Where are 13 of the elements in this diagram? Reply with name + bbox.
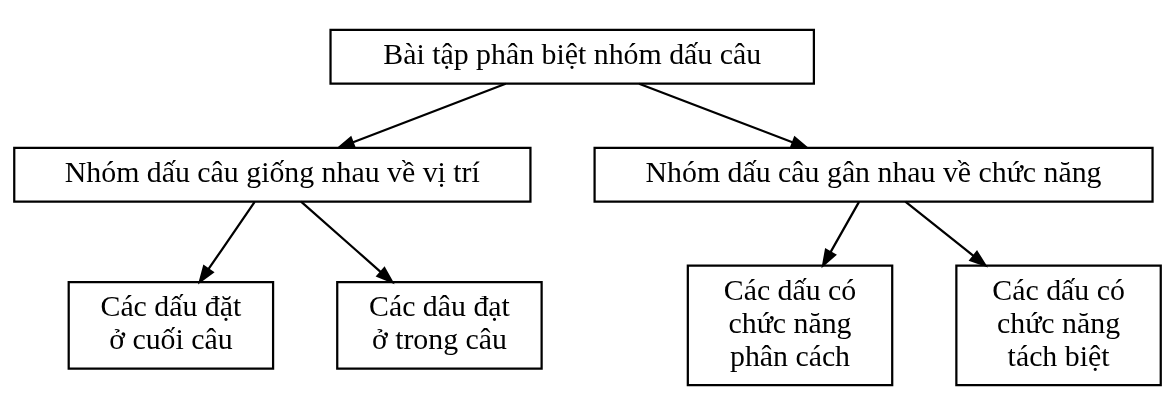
arrow [300, 200, 395, 284]
arrow [904, 200, 988, 268]
node-box: Các dấu có chức năng tách biệt [955, 264, 1162, 386]
arrow [335, 82, 507, 149]
node-box: Nhóm dấu câu gân nhau về chức năng [593, 146, 1154, 203]
arrow [197, 200, 256, 284]
node-box: Các dấu đặt ở cuối câu [67, 280, 275, 370]
node-box: Nhóm dấu câu giống nhau về vị trí [13, 146, 532, 203]
node-box: Các dâu đạt ở trong câu [336, 280, 543, 370]
arrow [821, 200, 860, 268]
arrow [638, 82, 811, 149]
node-box: Bài tập phân biệt nhóm dấu câu [329, 28, 815, 85]
node-box: Các dấu có chức năng phân cách [686, 264, 894, 386]
